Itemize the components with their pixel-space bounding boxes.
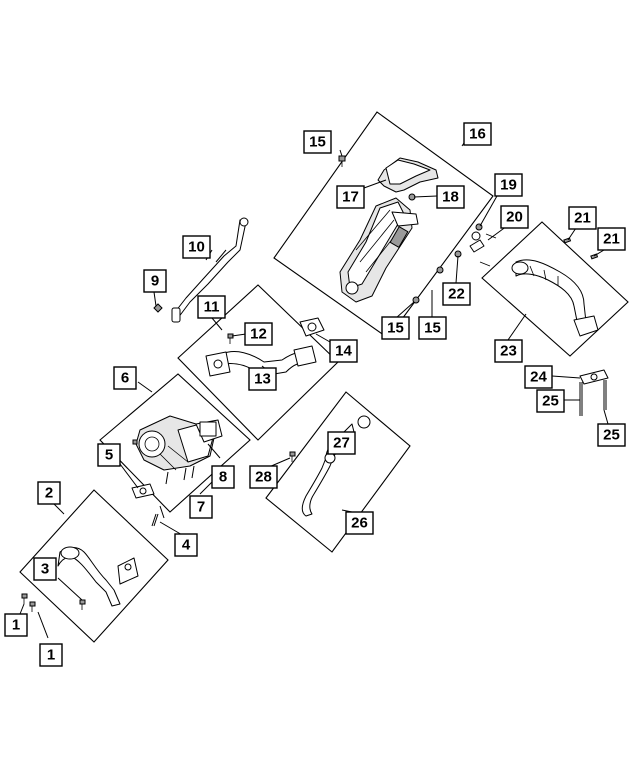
callout-25a-label: 25 [542, 393, 559, 410]
callout-5-label: 5 [105, 447, 113, 464]
callout-9-label: 9 [151, 273, 159, 290]
callout-23: 23 [494, 339, 523, 363]
tube-10-illustration [153, 217, 249, 323]
callout-19: 19 [494, 173, 523, 197]
callout-4-label: 4 [182, 537, 191, 554]
egr-valve-illustration [132, 415, 223, 485]
callout-24: 24 [524, 365, 553, 389]
callout-4: 4 [174, 533, 198, 557]
callout-1a-label: 1 [12, 617, 20, 634]
egr-tube-right-illustration [511, 237, 599, 337]
callout-25b: 25 [597, 423, 626, 447]
callout-14-label: 14 [335, 343, 352, 360]
callout-27-label: 27 [333, 435, 350, 452]
callout-19-label: 19 [500, 177, 517, 194]
callout-21a: 21 [568, 206, 597, 230]
callout-12: 12 [244, 322, 273, 346]
callout-26: 26 [345, 511, 374, 535]
callout-25b-label: 25 [603, 427, 620, 444]
callout-16: 16 [463, 122, 492, 146]
callout-10: 10 [182, 235, 211, 259]
panel-coolant-hose [265, 391, 411, 553]
callout-20-label: 20 [506, 209, 523, 226]
callout-8-label: 8 [219, 469, 227, 486]
callout-15c: 15 [418, 316, 447, 340]
callout-11-label: 11 [204, 299, 220, 316]
callout-27: 27 [327, 431, 356, 455]
callout-6: 6 [113, 366, 137, 390]
callout-22: 22 [442, 282, 471, 306]
egr-cooler-illustration [339, 157, 439, 303]
callout-9: 9 [143, 269, 167, 293]
callout-24-label: 24 [530, 369, 547, 386]
callout-16-label: 16 [469, 126, 486, 143]
callout-22-label: 22 [448, 286, 465, 303]
callout-7: 7 [189, 495, 213, 519]
callout-5: 5 [97, 443, 121, 467]
callout-10-label: 10 [188, 239, 205, 256]
callout-15b: 15 [381, 316, 410, 340]
callout-15c-label: 15 [424, 320, 441, 337]
callout-26-label: 26 [351, 515, 368, 532]
callout-21a-label: 21 [574, 210, 591, 227]
callout-21b-label: 21 [603, 231, 620, 248]
callout-3-label: 3 [41, 561, 49, 578]
fasteners-upper [338, 155, 497, 304]
callout-23-label: 23 [500, 343, 517, 360]
callout-14: 14 [329, 339, 358, 363]
callout-21b: 21 [597, 227, 626, 251]
callout-17: 17 [336, 185, 365, 209]
callout-12-label: 12 [250, 326, 267, 343]
callout-2-label: 2 [45, 485, 53, 502]
callout-18: 18 [436, 185, 465, 209]
callout-13-label: 13 [254, 371, 271, 388]
callout-15b-label: 15 [387, 320, 404, 337]
coolant-hose-illustration [289, 415, 371, 517]
callout-3: 3 [33, 557, 57, 581]
callout-17-label: 17 [342, 189, 359, 206]
panel-inlet-tube [19, 489, 169, 643]
callout-15a-label: 15 [309, 134, 326, 151]
panel-egr-tube-right [481, 221, 629, 357]
callout-1b: 1 [39, 643, 63, 667]
callout-25a: 25 [536, 389, 565, 413]
callout-1a: 1 [4, 613, 28, 637]
callout-8: 8 [211, 465, 235, 489]
callout-28-label: 28 [255, 469, 272, 486]
callout-15a: 15 [303, 130, 332, 154]
callout-28: 28 [249, 465, 278, 489]
callout-18-label: 18 [442, 189, 459, 206]
callout-7-label: 7 [197, 499, 205, 516]
callout-2: 2 [37, 481, 61, 505]
callout-1b-label: 1 [47, 647, 55, 664]
egr-tube-middle-illustration [205, 317, 325, 377]
gasket-5-studs-4 [131, 483, 165, 527]
inlet-tube-illustration [21, 546, 139, 612]
gasket-and-studs [579, 369, 609, 416]
callout-11: 11 [197, 295, 226, 319]
callout-20: 20 [500, 205, 529, 229]
callout-13: 13 [248, 367, 277, 391]
callout-6-label: 6 [121, 370, 129, 387]
